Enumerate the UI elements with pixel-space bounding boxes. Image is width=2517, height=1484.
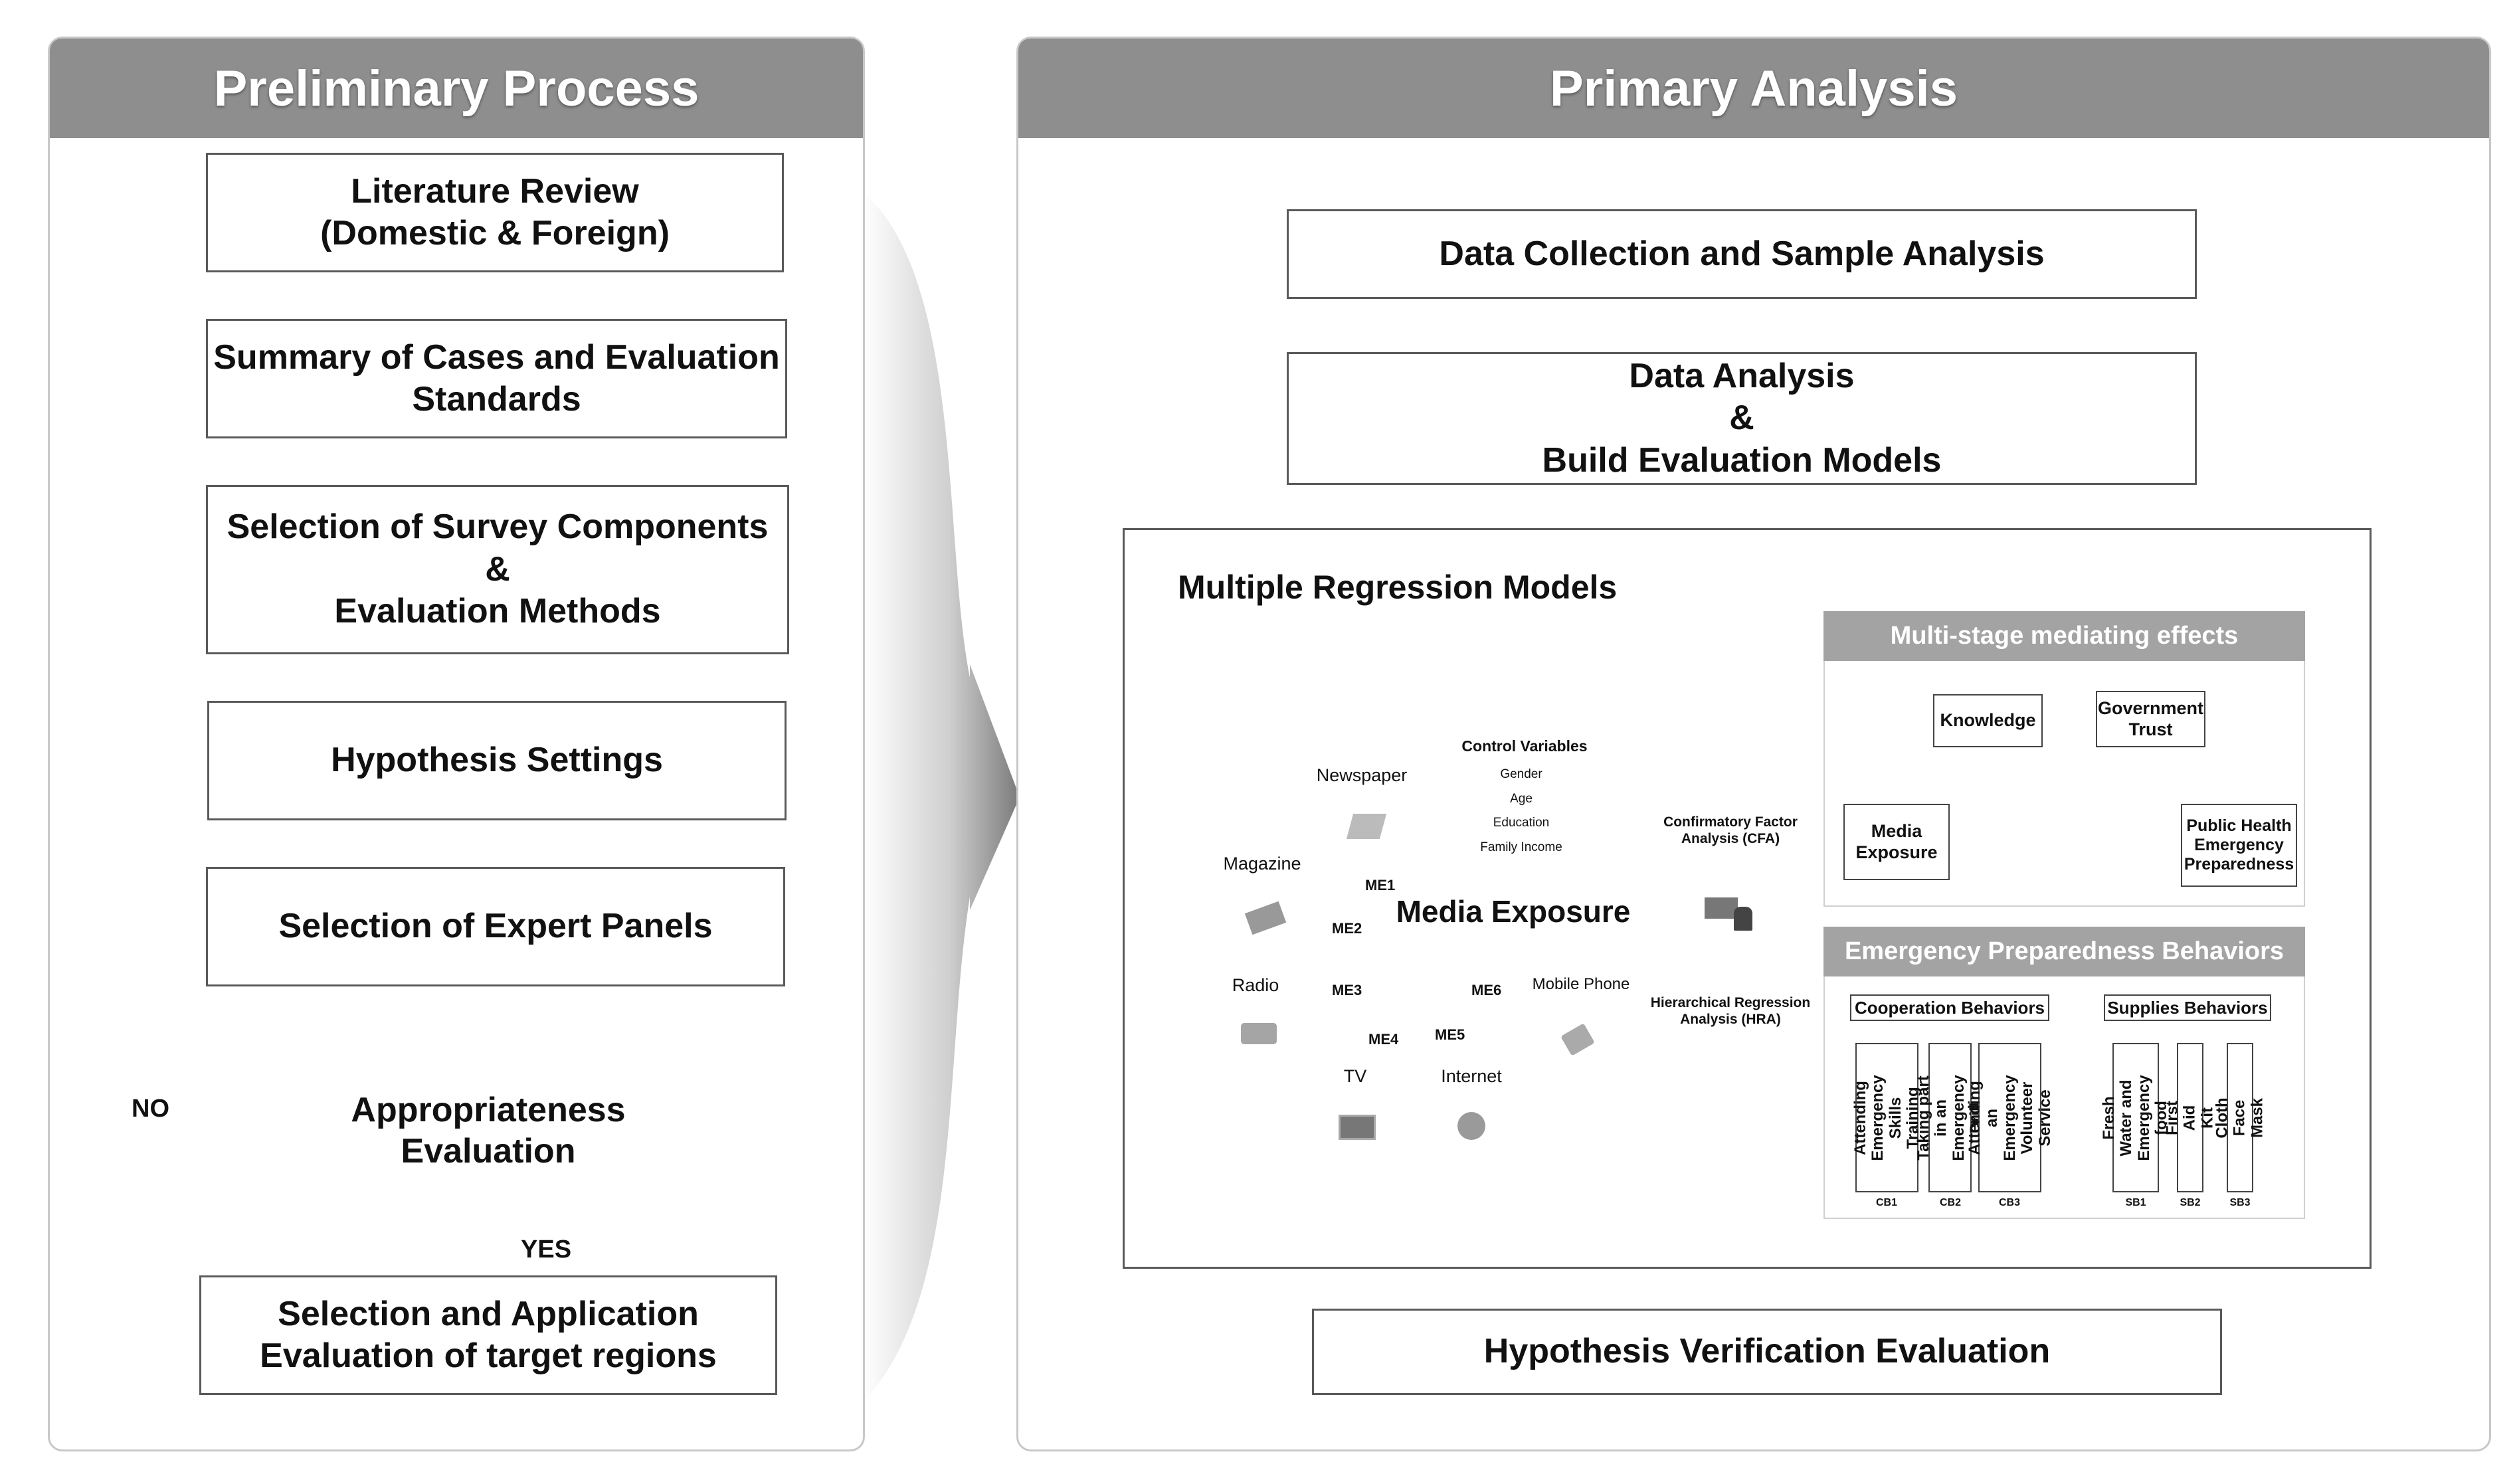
mobile-phone-icon	[1548, 1010, 1608, 1069]
channel-mobile-phone-label: Mobile Phone	[1532, 975, 1630, 993]
code-sb1: SB1	[2125, 1197, 2146, 1208]
behavior-sb3: Cloth Face Mask	[2213, 1043, 2266, 1192]
code-sb3: SB3	[2229, 1197, 2251, 1208]
target-regions-box: Selection and Application Evaluation of …	[199, 1275, 777, 1395]
channel-tv-label: TV	[1343, 1066, 1367, 1086]
primary-analysis-title: Primary Analysis	[1018, 39, 2489, 138]
code-me5: ME5	[1435, 1026, 1465, 1043]
behavior-sb1: Fresh Water and Emergency food	[2100, 1043, 2170, 1192]
behavior-sb2: First Aid Kit	[2163, 1043, 2216, 1192]
channel-radio-label: Radio	[1232, 975, 1279, 995]
radio-icon	[1229, 1003, 1289, 1063]
regression-models-box	[1123, 528, 2372, 1269]
code-me4: ME4	[1368, 1031, 1399, 1048]
control-variables-title: Control Variables	[1461, 737, 1588, 755]
channel-internet-label: Internet	[1441, 1066, 1502, 1086]
mediating-effects-title: Multi-stage mediating effects	[1823, 611, 2305, 661]
media-exposure-label: Media Exposure	[1396, 894, 1631, 929]
newspaper-icon	[1337, 797, 1396, 857]
node-public-health-preparedness: Public Health Emergency Preparedness	[2181, 804, 2297, 887]
preparedness-behaviors-title: Emergency Preparedness Behaviors	[1823, 927, 2305, 976]
data-analysis-box: Data Analysis & Build Evaluation Models	[1287, 352, 2197, 485]
behavior-cb1: Attending Emergency Skills Training	[1851, 1043, 1922, 1192]
code-cb1: CB1	[1875, 1197, 1897, 1208]
magazine-icon	[1236, 887, 1295, 947]
behavior-cb2: Taking part in an Emergency Drill	[1914, 1043, 1985, 1192]
preliminary-process-title: Preliminary Process	[50, 39, 863, 138]
literature-review-box: Literature Review (Domestic & Foreign)	[206, 153, 784, 272]
control-education: Education	[1493, 816, 1550, 830]
code-sb2: SB2	[2180, 1197, 2201, 1208]
code-cb3: CB3	[1998, 1197, 2020, 1208]
appropriateness-evaluation-label: Appropriateness Evaluation	[351, 1091, 626, 1171]
code-cb2: CB2	[1939, 1197, 1961, 1208]
big-transition-arrow	[864, 193, 1020, 1402]
control-family-income: Family Income	[1480, 840, 1562, 854]
code-me2: ME2	[1332, 920, 1362, 937]
channel-newspaper-label: Newspaper	[1316, 765, 1408, 785]
hra-label: Hierarchical Regression Analysis (HRA)	[1650, 995, 1811, 1028]
node-government-trust: Government Trust	[2096, 691, 2205, 747]
code-me6: ME6	[1471, 982, 1502, 998]
data-collection-box: Data Collection and Sample Analysis	[1287, 209, 2197, 299]
regression-models-title: Multiple Regression Models	[1178, 569, 1618, 606]
cooperation-behaviors-label: Cooperation Behaviors	[1850, 994, 2049, 1021]
channel-magazine-label: Magazine	[1223, 854, 1301, 874]
node-media-exposure: Media Exposure	[1843, 804, 1950, 880]
cfa-label: Confirmatory Factor Analysis (CFA)	[1663, 814, 1798, 847]
survey-components-box: Selection of Survey Components & Evaluat…	[206, 485, 789, 654]
node-knowledge: Knowledge	[1933, 694, 2043, 747]
control-gender: Gender	[1500, 767, 1542, 781]
code-me1: ME1	[1365, 877, 1396, 893]
no-label: NO	[132, 1095, 169, 1123]
summary-cases-box: Summary of Cases and Evaluation Standard…	[206, 319, 787, 438]
yes-label: YES	[521, 1236, 572, 1263]
expert-panels-box: Selection of Expert Panels	[206, 867, 785, 986]
behavior-cb3: Attending an Emergency Volunteer Service	[1966, 1043, 2053, 1192]
control-age: Age	[1510, 792, 1533, 806]
hypothesis-settings-box: Hypothesis Settings	[207, 701, 787, 820]
tv-icon	[1325, 1096, 1385, 1156]
supplies-behaviors-label: Supplies Behaviors	[2104, 994, 2271, 1021]
computer-analyst-icon	[1701, 893, 1758, 933]
hypothesis-verification-box: Hypothesis Verification Evaluation	[1312, 1309, 2222, 1395]
internet-icon	[1442, 1096, 1501, 1156]
code-me3: ME3	[1332, 982, 1362, 998]
